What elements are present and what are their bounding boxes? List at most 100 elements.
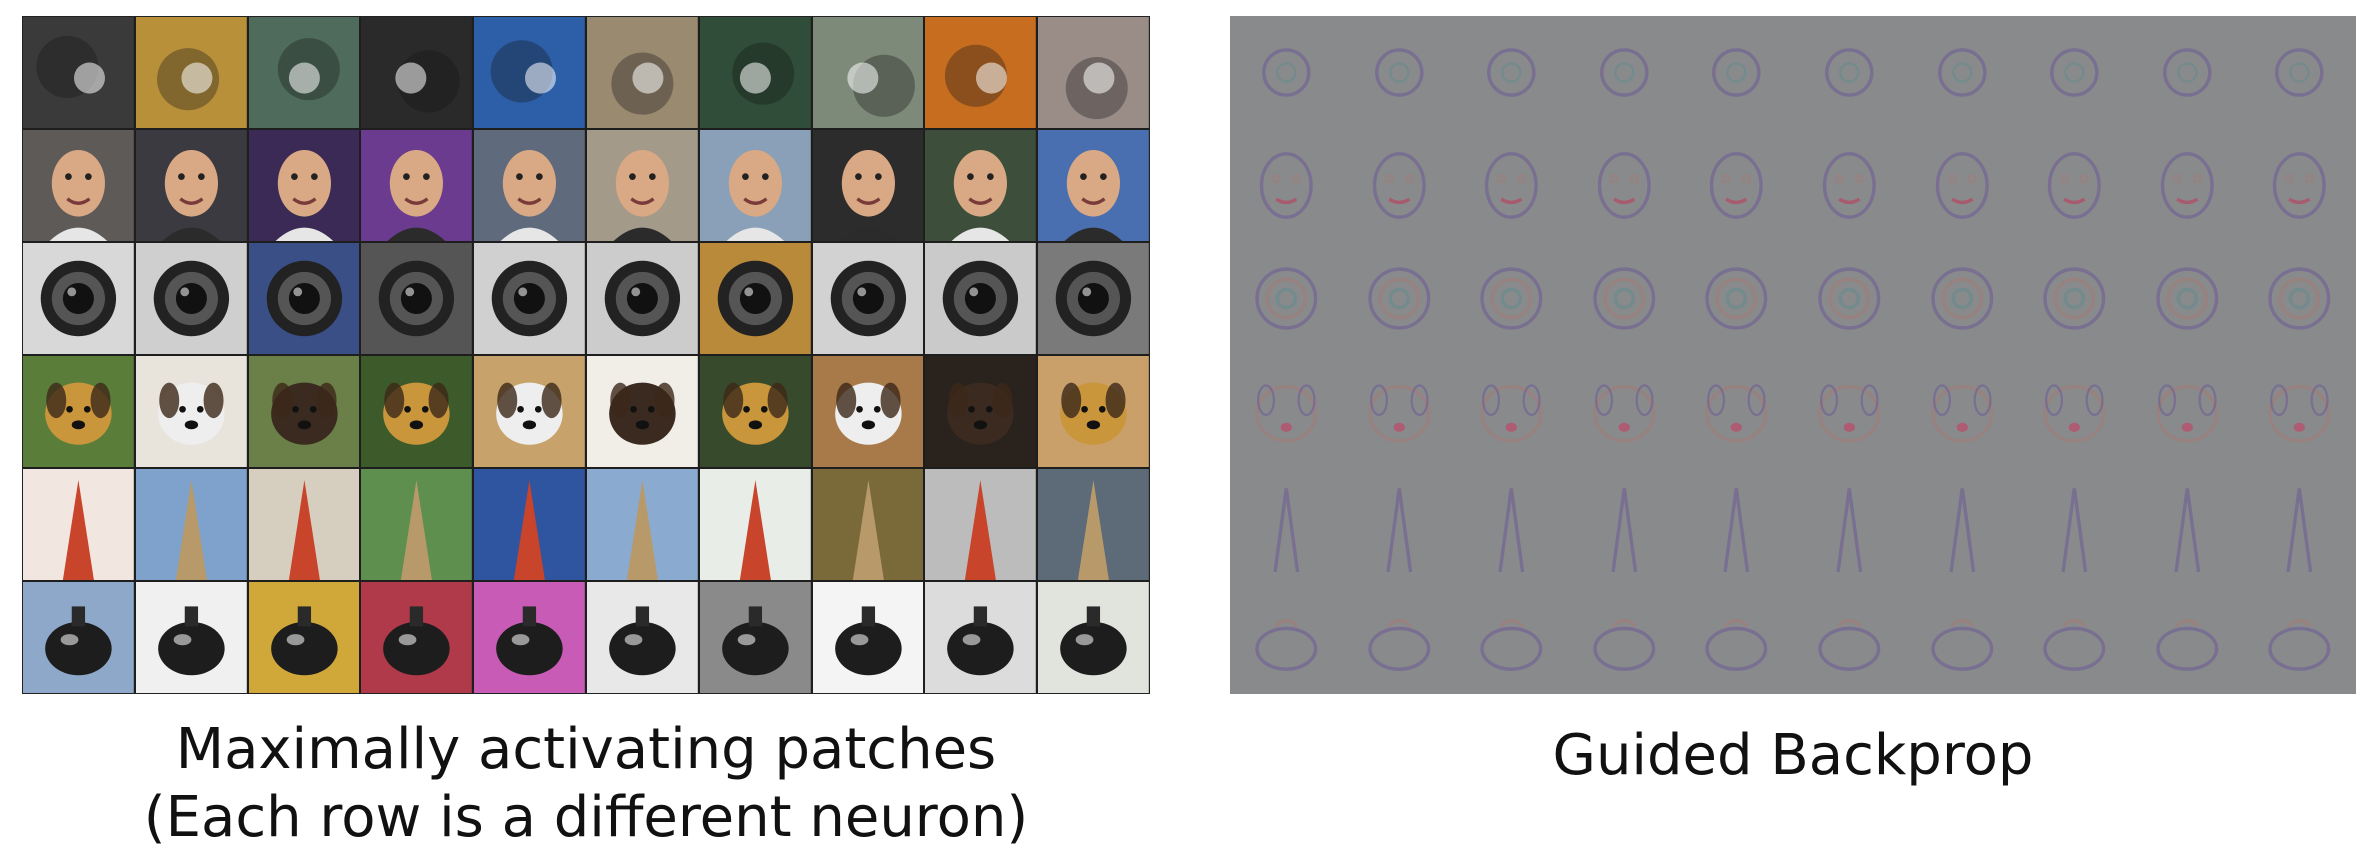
patch-blue-car-wheel	[474, 469, 585, 580]
patch-black-bear	[361, 356, 473, 467]
guided-backprop-cells	[1230, 16, 2356, 694]
backprop-child-face	[1793, 129, 1906, 242]
backprop-boy-face	[1230, 129, 1343, 242]
patch-beagle	[474, 356, 585, 467]
patch-gold-texture	[135, 17, 247, 128]
backprop-purple-bag	[1455, 468, 1568, 581]
backprop-person-standing	[2131, 129, 2244, 242]
backprop-red-fabric	[1568, 581, 1681, 694]
patch-asian-man-face	[361, 130, 473, 241]
patch-lens-rings	[474, 243, 585, 354]
backprop-blue-car	[1680, 16, 1793, 129]
patch-lens-rings	[23, 243, 134, 354]
patch-stupa	[1038, 469, 1149, 580]
backprop-bird-yellow	[1455, 581, 1568, 694]
backprop-soldier	[2018, 129, 2131, 242]
backprop-doberman	[2131, 355, 2244, 468]
backprop-spaniel	[1343, 355, 1456, 468]
patch-shaggy-dog	[587, 17, 698, 128]
backprop-border-collie	[1793, 355, 1906, 468]
backprop-lens-rings	[1793, 242, 1906, 355]
patch-furry-dog	[1038, 356, 1149, 467]
patch-child-face	[587, 130, 698, 241]
patch-soldier	[812, 130, 924, 241]
maximally-activating-patches-grid	[22, 16, 1150, 694]
patch-man-with-cap	[474, 130, 585, 241]
backprop-orange-fruit	[2131, 16, 2244, 129]
patch-boy-face	[23, 130, 134, 241]
patch-lens-rings	[812, 243, 924, 354]
backprop-camera	[1568, 242, 1681, 355]
patch-lens-rings	[925, 243, 1037, 354]
patch-person-white-shirt	[699, 130, 811, 241]
backprop-woman-face	[1455, 129, 1568, 242]
patch-bird-yellow	[248, 582, 360, 693]
patch-person-standing	[925, 130, 1037, 241]
backprop-glass-jug	[2243, 581, 2356, 694]
backprop-dog-nose	[1343, 581, 1456, 694]
backprop-man-face	[1343, 129, 1456, 242]
patch-red-leaf	[23, 469, 134, 580]
patch-grid	[22, 16, 1150, 694]
patch-man-face	[135, 130, 247, 241]
backprop-gold-texture	[1343, 16, 1456, 129]
left-caption-line-2: (Each row is a different neuron)	[143, 785, 1029, 850]
patch-doberman	[925, 356, 1037, 467]
patch-shepherd	[812, 356, 924, 467]
patch-leonberger	[248, 356, 360, 467]
patch-man-blue-shirt	[1038, 130, 1149, 241]
patch-lens-rings	[587, 243, 698, 354]
patch-lens-rings	[135, 243, 247, 354]
patch-cowboy-hat	[23, 582, 134, 693]
patch-car-wheel	[812, 17, 924, 128]
backprop-teapot	[2018, 581, 2131, 694]
backprop-purple-flower	[1680, 581, 1793, 694]
backprop-car-interior	[2243, 16, 2356, 129]
backprop-lens-rings	[2131, 242, 2244, 355]
backprop-cowboy-hat	[1230, 581, 1343, 694]
backprop-tractor	[1455, 242, 1568, 355]
backprop-red-leaf	[1230, 468, 1343, 581]
backprop-man-with-cap	[1680, 129, 1793, 242]
backprop-black-pot-2	[2131, 581, 2244, 694]
backprop-beagle	[1680, 355, 1793, 468]
backprop-lens-rings	[1230, 242, 1343, 355]
backprop-black-pot	[1793, 581, 1906, 694]
patch-sign-can	[699, 469, 811, 580]
patch-black-pot	[587, 582, 698, 693]
backprop-basket	[2018, 468, 2131, 581]
left-caption: Maximally activating patches (Each row i…	[22, 716, 1150, 852]
backprop-car-wheel	[2018, 16, 2131, 129]
left-caption-line-1: Maximally activating patches	[175, 717, 997, 782]
patch-green-dome	[361, 469, 473, 580]
backprop-black-furry	[1568, 16, 1681, 129]
patch-fish-eye	[699, 243, 811, 354]
backprop-leonberger	[1455, 355, 1568, 468]
patch-spaniel	[135, 356, 247, 467]
patch-orange-fruit	[925, 17, 1037, 128]
patch-car-side	[248, 17, 360, 128]
backprop-man-blue-shirt	[2243, 129, 2356, 242]
patch-glass-jug	[1038, 582, 1149, 693]
patch-tractor	[248, 243, 360, 354]
backprop-blue-car-wheel	[1680, 468, 1793, 581]
patch-green-car	[699, 17, 811, 128]
backprop-obelisk	[1343, 468, 1456, 581]
backprop-stupa	[2243, 468, 2356, 581]
patch-camera	[1038, 243, 1149, 354]
backprop-shepherd	[2018, 355, 2131, 468]
backprop-person-white-shirt	[1906, 129, 2019, 242]
patch-husky	[699, 356, 811, 467]
patch-teapot	[812, 582, 924, 693]
right-caption: Guided Backprop	[1230, 722, 2356, 790]
right-caption-text: Guided Backprop	[1552, 723, 2034, 788]
patch-basket	[812, 469, 924, 580]
backprop-golden-retriever	[1230, 355, 1343, 468]
backprop-tower	[2131, 468, 2244, 581]
backprop-black-bear	[1568, 355, 1681, 468]
backprop-dog-face	[1230, 16, 1343, 129]
backprop-furry-dog	[2243, 355, 2356, 468]
backprop-lens-rings	[1343, 242, 1456, 355]
backprop-asian-man-face	[1568, 129, 1681, 242]
guided-backprop-grid	[1230, 16, 2356, 694]
